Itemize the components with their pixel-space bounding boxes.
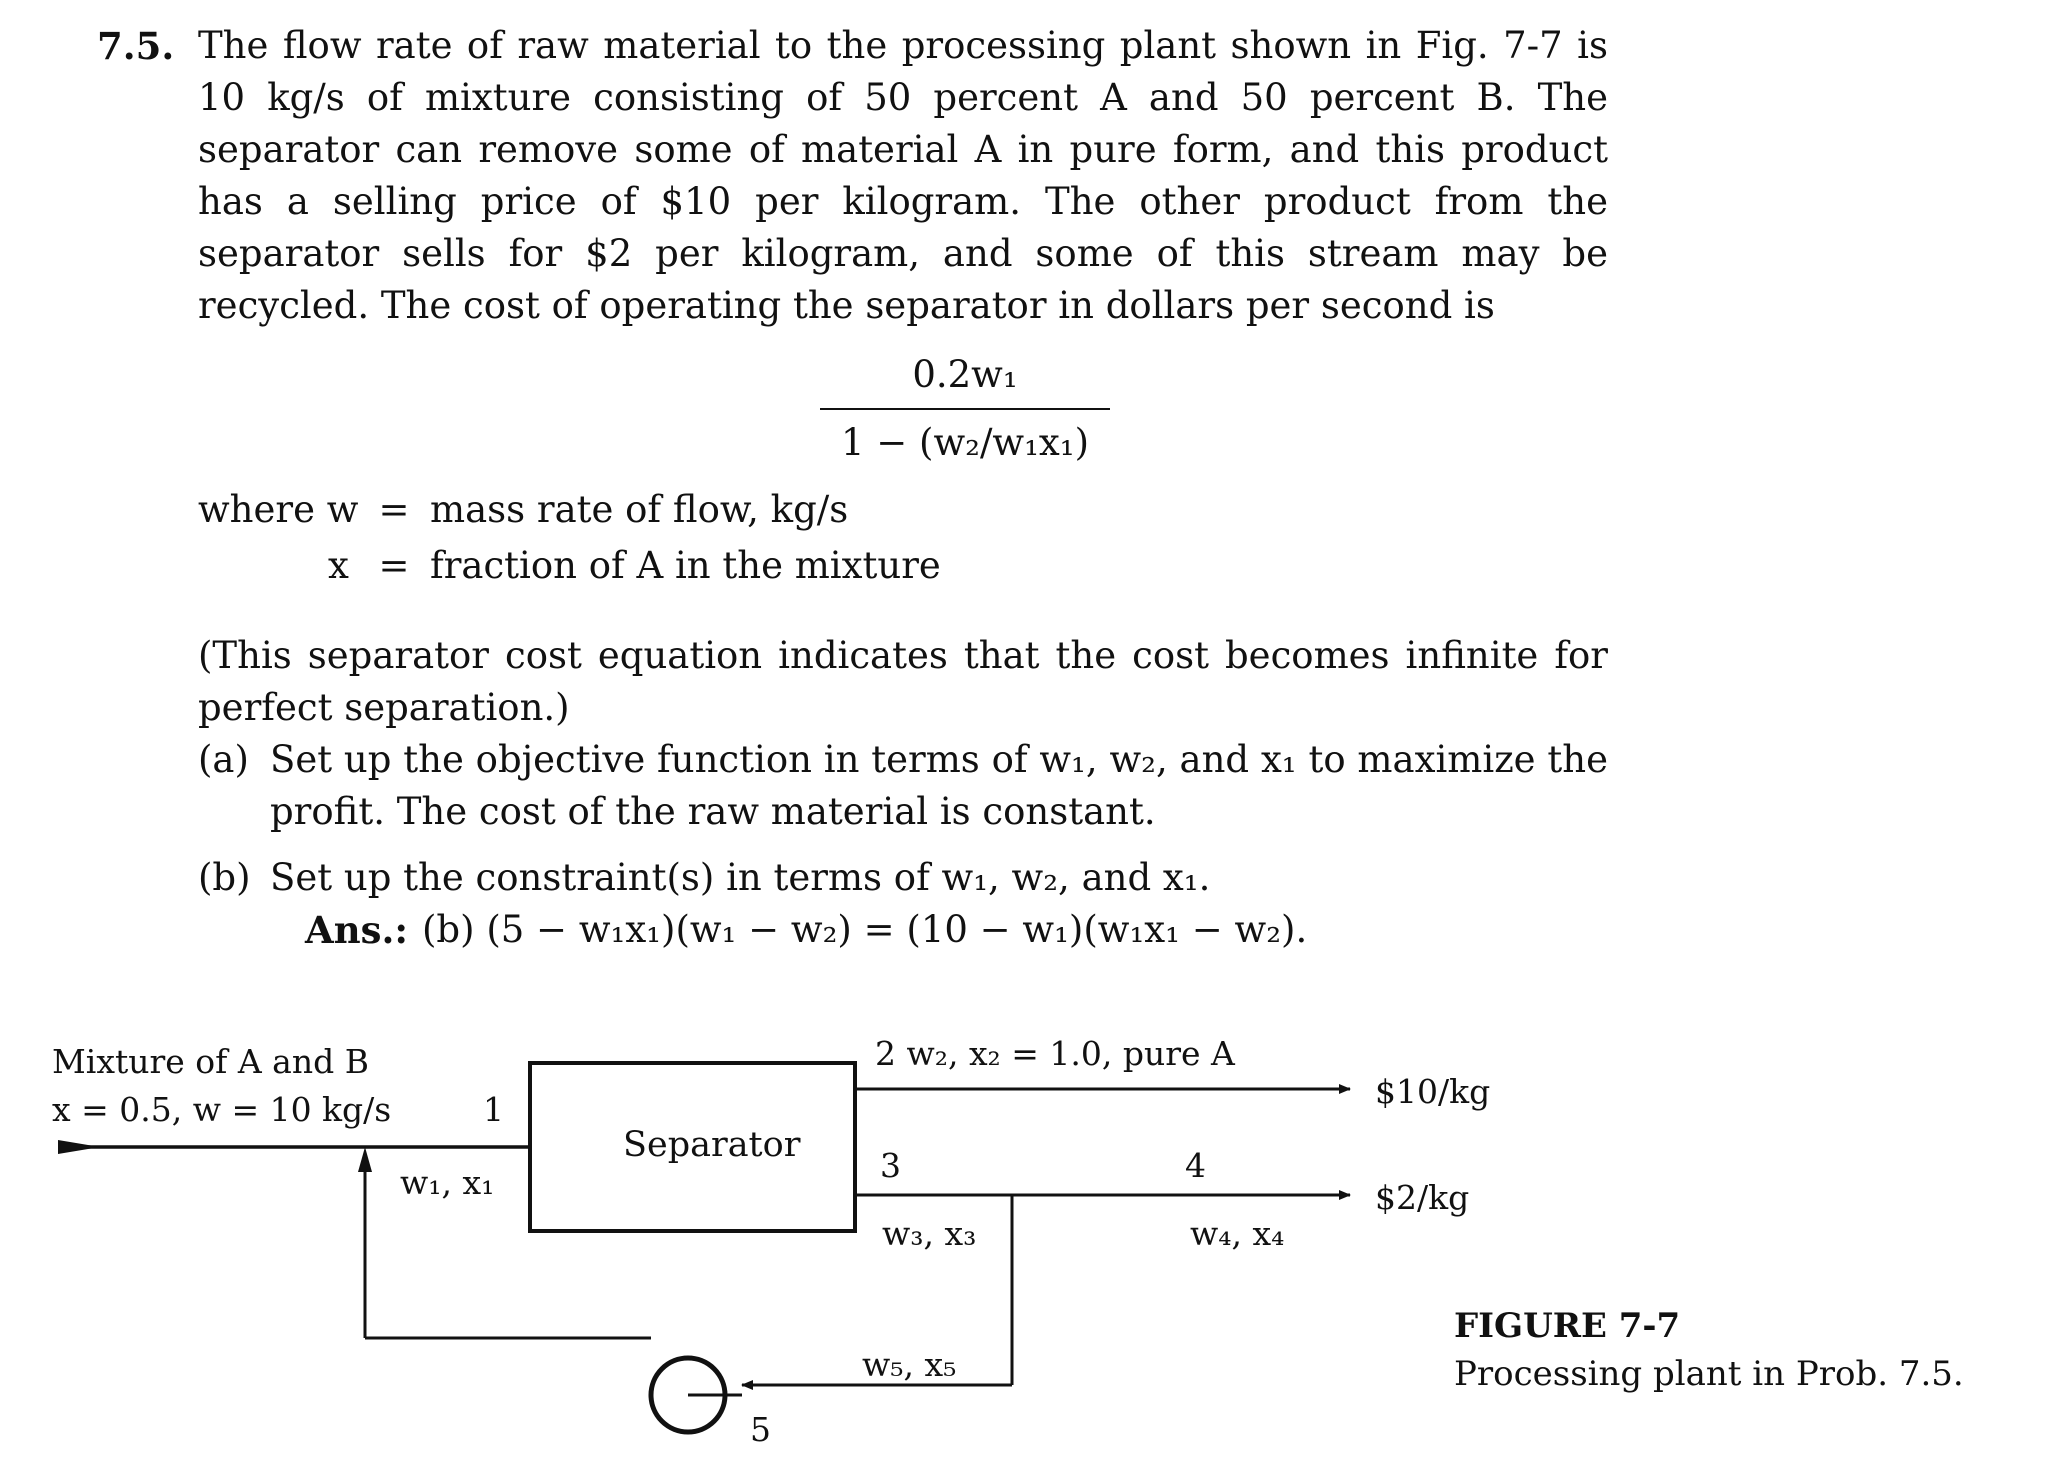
figure-caption-title: FIGURE 7-7	[1454, 1306, 1681, 1346]
price-product-b: $2/kg	[1375, 1178, 1470, 1217]
problem-intro: The flow rate of raw material to the pro…	[198, 24, 1608, 327]
stream-1-number: 1	[483, 1090, 504, 1129]
price-product-a: $10/kg	[1375, 1072, 1491, 1111]
fraction-bar	[820, 408, 1110, 410]
feed-arrow	[58, 1140, 100, 1154]
feed-title: Mixture of A and B	[52, 1042, 369, 1081]
stream-4-number: 4	[1185, 1146, 1206, 1185]
equation-numerator: 0.2w₁	[912, 353, 1018, 396]
stream-3-number: 3	[880, 1146, 901, 1185]
definition-equals: =	[378, 544, 410, 587]
stream-2-label: 2 w₂, x₂ = 1.0, pure A	[875, 1034, 1235, 1073]
recycle-join-arrow	[358, 1147, 372, 1172]
answer-text: (b) (5 − w₁x₁)(w₁ − w₂) = (10 − w₁)(w₁x₁…	[422, 908, 1308, 951]
figure-caption-text: Processing plant in Prob. 7.5.	[1454, 1354, 1964, 1394]
definition-equals: =	[378, 488, 410, 531]
part-a-text: Set up the objective function in terms o…	[270, 738, 1608, 833]
stream-4-variables: w₄, x₄	[1190, 1214, 1285, 1253]
part-a-label: (a)	[198, 738, 249, 781]
feed-conditions: x = 0.5, w = 10 kg/s	[52, 1090, 392, 1129]
definition-symbol: x	[328, 544, 349, 587]
stream-1-variables: w₁, x₁	[400, 1163, 495, 1202]
separator-label: Separator	[623, 1125, 801, 1165]
answer-label: Ans.:	[305, 908, 408, 952]
stream-5-variables: w₅, x₅	[862, 1345, 957, 1384]
problem-number: 7.5.	[97, 24, 175, 68]
definition-symbol: where w	[198, 488, 359, 531]
definition-meaning: mass rate of flow, kg/s	[430, 488, 849, 531]
part-b-text: Set up the constraint(s) in terms of w₁,…	[270, 856, 1211, 899]
definition-meaning: fraction of A in the mixture	[430, 544, 941, 587]
pump-number: 5	[750, 1410, 771, 1449]
cost-equation: 0.2w₁ 1 − (w₂/w₁x₁)	[820, 350, 1110, 468]
separator-note: (This separator cost equation indicates …	[198, 634, 1608, 729]
part-b-label: (b)	[198, 856, 251, 899]
stream-3-variables: w₃, x₃	[882, 1214, 977, 1253]
equation-denominator: 1 − (w₂/w₁x₁)	[840, 421, 1090, 464]
